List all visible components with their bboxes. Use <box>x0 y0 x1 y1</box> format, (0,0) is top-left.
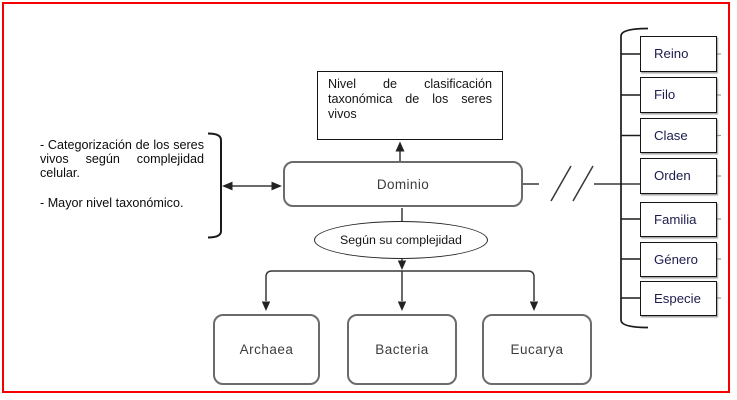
break-slash-1 <box>550 165 572 202</box>
arrowhead-down-icon <box>397 301 407 311</box>
node-eucarya: Eucarya <box>482 314 592 385</box>
note-item-1: - Categorización de los seres vivos segú… <box>40 138 204 180</box>
arrowhead-down-icon <box>397 260 407 270</box>
node-clase-label: Clase <box>654 127 688 143</box>
node-archaea: Archaea <box>213 314 320 385</box>
node-familia-label: Familia <box>654 211 697 227</box>
criterion-label: Según su complejidad <box>340 233 462 247</box>
note-bracket <box>207 132 222 239</box>
node-eucarya-label: Eucarya <box>510 342 564 357</box>
node-bacteria-label: Bacteria <box>375 342 429 357</box>
taxonomy-bracket <box>620 27 649 329</box>
arrowhead-up-icon <box>395 141 405 152</box>
branch-to-archaea <box>265 270 402 301</box>
arrowhead-right-icon <box>271 181 282 191</box>
node-bacteria: Bacteria <box>347 314 457 385</box>
title-text: Nivel de clasificación taxonómica de los… <box>328 77 492 122</box>
node-criterion-ellipse: Según su complejidad <box>314 221 488 259</box>
node-orden-label: Orden <box>654 168 691 184</box>
node-clase: Clase <box>640 117 717 153</box>
arrowhead-down-icon <box>529 301 539 311</box>
note-item-2: - Mayor nivel taxonómico. <box>40 195 184 210</box>
title-box: Nivel de clasificación taxonómica de los… <box>317 71 503 140</box>
node-filo-label: Filo <box>654 87 676 103</box>
node-dominio: Dominio <box>283 161 523 207</box>
node-filo: Filo <box>640 77 717 113</box>
arrowhead-left-icon <box>222 181 233 191</box>
node-reino: Reino <box>640 36 717 72</box>
branch-to-eucarya <box>402 270 535 301</box>
node-orden: Orden <box>640 158 717 194</box>
arrowhead-down-icon <box>261 301 271 311</box>
note-text: - Categorización de los seres vivos segú… <box>40 138 204 210</box>
node-familia: Familia <box>640 201 717 237</box>
node-especie-label: Especie <box>654 290 701 306</box>
node-dominio-label: Dominio <box>376 176 430 192</box>
canvas-red-frame <box>2 2 730 393</box>
node-genero-label: Género <box>654 251 698 267</box>
node-genero: Género <box>640 241 717 277</box>
node-archaea-label: Archaea <box>239 342 294 357</box>
node-reino-label: Reino <box>654 46 689 62</box>
node-especie: Especie <box>640 280 717 316</box>
break-slash-2 <box>572 165 594 202</box>
